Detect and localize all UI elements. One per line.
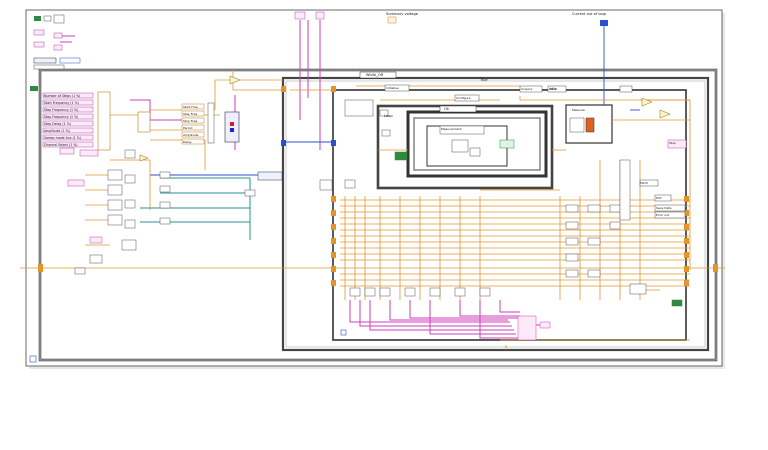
right-label-2: Plot	[656, 195, 662, 200]
event-idle-label: Idle	[550, 87, 557, 91]
status-text-1: Configure	[456, 95, 471, 100]
inner-loop-marker	[340, 329, 347, 336]
left-pink-ctrls	[59, 147, 103, 244]
left-control-1[interactable]: Start Frequency (1 %)	[44, 100, 79, 105]
left-control-0[interactable]: Number of Steps (1 %)	[44, 93, 81, 98]
status-text-4: Done	[549, 86, 557, 91]
case-true-label: True	[480, 78, 488, 82]
right-label-3: Save Data	[656, 205, 672, 210]
right-case-frame	[565, 104, 613, 144]
panel-border	[25, 9, 723, 367]
case-structure-frame	[281, 76, 710, 352]
subvi-grid	[349, 159, 647, 341]
compare-nodes	[139, 75, 671, 162]
teal-wires	[140, 177, 251, 240]
left-controls-cluster	[42, 92, 94, 148]
mid-label-2: Stop Freq	[183, 118, 198, 123]
inner-blocks	[319, 84, 687, 307]
right-label-0: Measure	[572, 108, 585, 112]
top-blue-ind	[600, 20, 608, 26]
inner-ok-label: Ok	[444, 106, 449, 111]
top-orange-ind	[387, 16, 397, 24]
left-control-2[interactable]: Step Frequency (1 %)	[44, 107, 79, 112]
left-control-7[interactable]: Channel Select (1 %)	[44, 142, 78, 147]
outer-loop-label: While_Off	[366, 72, 384, 77]
orange-wires	[20, 70, 725, 350]
right-label-5: Stop	[669, 140, 676, 145]
mid-label-1: Step Freq	[183, 111, 198, 116]
top-left-blocks	[30, 14, 81, 91]
summary-voltage-label: Summary voltage	[386, 12, 418, 16]
right-label-4: Error out	[656, 212, 670, 217]
top-pink-ind-2	[315, 11, 325, 20]
right-label-1: Fetch	[640, 180, 649, 185]
current-out-label: Current out of loop	[572, 12, 606, 16]
middle-indicators	[181, 103, 205, 145]
left-control-6[interactable]: Sweep mode Ans (1 %)	[44, 135, 82, 140]
pink-wires	[60, 20, 550, 339]
status-text-2: Acquire	[521, 86, 533, 91]
mid-label-3: Period	[183, 125, 193, 130]
left-control-3[interactable]: Stop Frequency (1 %)	[44, 114, 79, 119]
property-node	[224, 111, 240, 143]
inner-loop-label: Loop	[384, 114, 393, 118]
left-lower-blocks	[74, 149, 137, 275]
bundle-node	[97, 91, 111, 151]
status-text-0: Initialise	[386, 85, 399, 90]
mid-label-4: Amplitude	[183, 132, 199, 137]
inner-case-selector[interactable]	[439, 105, 477, 113]
left-control-5[interactable]: Amplitude (1 %)	[44, 128, 70, 133]
loop-count-marker	[29, 355, 37, 363]
indicators-col	[159, 171, 283, 225]
mid-label-0: Start Freq	[183, 104, 198, 109]
case-selector-label[interactable]	[359, 71, 397, 79]
unbundle-node	[137, 111, 151, 133]
top-pink-ind-1	[294, 11, 306, 20]
inner-sub-frame	[406, 110, 548, 178]
build-array-node	[207, 102, 215, 144]
mid-label-5: Delay	[183, 139, 192, 144]
shift-registers	[38, 86, 718, 286]
left-control-4[interactable]: Step Delay (1 %)	[44, 121, 71, 126]
status-text-3: Measurement	[441, 126, 462, 131]
